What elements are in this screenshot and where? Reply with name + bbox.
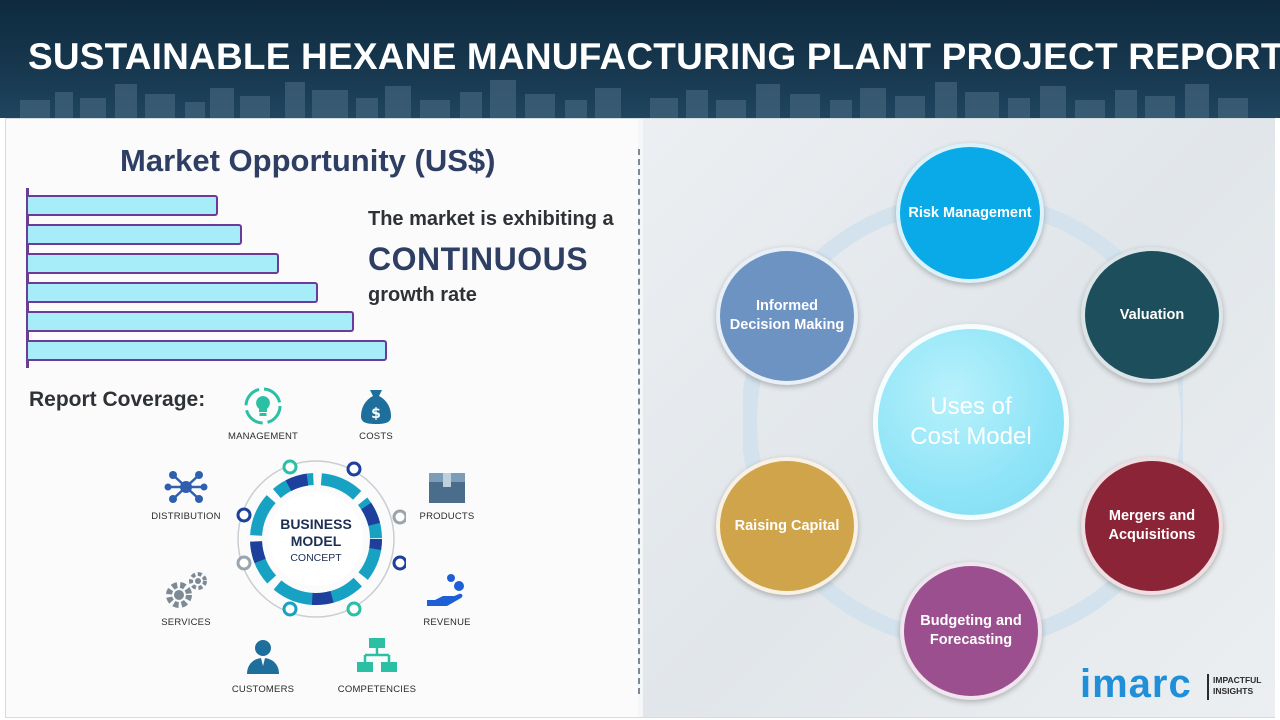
growth-line-1: The market is exhibiting a bbox=[368, 208, 614, 230]
gears-icon bbox=[166, 572, 207, 608]
market-bar bbox=[28, 340, 387, 361]
node-risk-management: Risk Management bbox=[896, 143, 1044, 283]
content-frame: Market Opportunity (US$) The market is e… bbox=[5, 118, 1275, 718]
market-bar bbox=[28, 253, 279, 274]
city-skyline-decoration bbox=[20, 80, 1248, 118]
node-budgeting-forecasting: Budgeting and Forecasting bbox=[900, 562, 1042, 700]
business-model-line-1: BUSINESS bbox=[280, 516, 352, 532]
lightbulb-cycle-icon bbox=[244, 387, 282, 425]
coverage-label-products: PRODUCTS bbox=[419, 511, 475, 522]
coverage-label-distribution: DISTRIBUTION bbox=[151, 511, 221, 522]
growth-line-3: growth rate bbox=[368, 284, 477, 306]
coverage-label-revenue: REVENUE bbox=[423, 617, 471, 628]
svg-text:$: $ bbox=[371, 406, 381, 422]
bars-axis bbox=[26, 188, 29, 368]
market-bar bbox=[28, 282, 318, 303]
box-icon bbox=[429, 473, 465, 503]
center-line-2: Cost Model bbox=[910, 423, 1032, 450]
panel-divider bbox=[638, 149, 640, 694]
coverage-label-costs: COSTS bbox=[359, 431, 393, 442]
header-banner: SUSTAINABLE HEXANE MANUFACTURING PLANT P… bbox=[0, 0, 1280, 118]
center-line-1: Uses of bbox=[930, 393, 1012, 420]
market-bar bbox=[28, 195, 218, 216]
money-bag-icon: $ bbox=[361, 390, 391, 424]
coverage-label-customers: CUSTOMERS bbox=[231, 684, 295, 695]
node-informed-decision-making: Informed Decision Making bbox=[716, 247, 858, 385]
network-icon bbox=[164, 471, 208, 503]
logo-wordmark: imarc bbox=[1080, 662, 1192, 706]
logo-tagline: IMPACTFUL INSIGHTS bbox=[1213, 675, 1262, 696]
growth-line-2: CONTINUOUS bbox=[368, 241, 589, 277]
coverage-label-services: SERVICES bbox=[161, 617, 211, 628]
imarc-logo: imarc IMPACTFUL INSIGHTS bbox=[1075, 660, 1275, 710]
hand-coins-icon bbox=[427, 574, 464, 606]
business-model-line-3: CONCEPT bbox=[290, 552, 342, 564]
business-model-line-2: MODEL bbox=[291, 533, 342, 549]
logo-separator bbox=[1207, 674, 1209, 700]
person-icon bbox=[247, 640, 279, 674]
market-opportunity-title: Market Opportunity (US$) bbox=[120, 143, 496, 178]
node-valuation: Valuation bbox=[1081, 247, 1223, 383]
page-title: SUSTAINABLE HEXANE MANUFACTURING PLANT P… bbox=[28, 36, 1280, 77]
node-raising-capital: Raising Capital bbox=[716, 457, 858, 595]
market-bar bbox=[28, 224, 242, 245]
coverage-label-competencies: COMPETENCIES bbox=[337, 684, 417, 695]
right-panel: Uses of Cost Model Risk Management Valua… bbox=[643, 119, 1275, 717]
market-bar bbox=[28, 311, 354, 332]
business-model-ring: BUSINESS MODEL CONCEPT bbox=[236, 459, 406, 618]
coverage-label-management: MANAGEMENT bbox=[227, 431, 299, 442]
hierarchy-icon bbox=[357, 638, 397, 672]
cost-model-center: Uses of Cost Model bbox=[873, 324, 1069, 520]
left-panel: Market Opportunity (US$) The market is e… bbox=[6, 119, 638, 717]
node-mergers-acquisitions: Mergers and Acquisitions bbox=[1081, 457, 1223, 595]
report-coverage-title: Report Coverage: bbox=[29, 388, 206, 411]
